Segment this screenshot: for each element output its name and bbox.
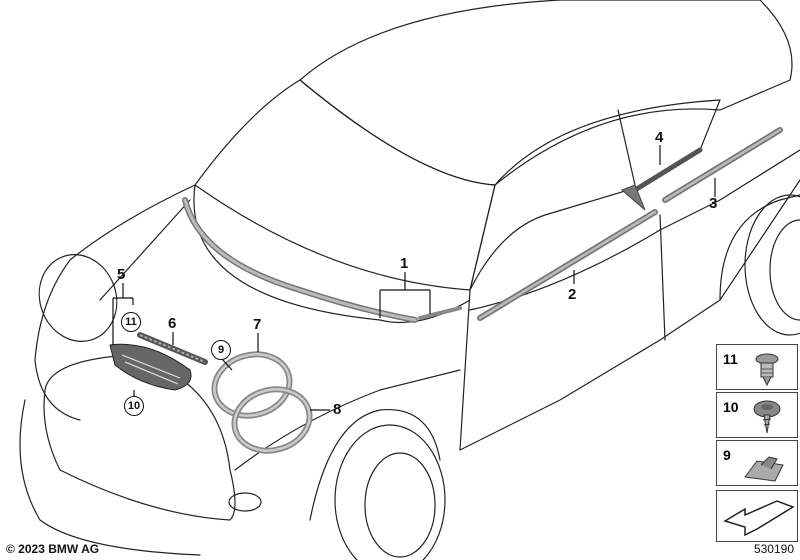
callout-10: 10: [124, 396, 144, 416]
leader-5: [112, 283, 134, 345]
door-line: [659, 214, 666, 341]
legend-number: 11: [723, 351, 738, 367]
part-4-strip: [632, 147, 703, 193]
arrow-icon: [723, 500, 795, 537]
roof-outline: [299, 0, 793, 186]
legend-number: 10: [723, 399, 739, 415]
legend-item-10: 10: [716, 392, 798, 438]
callout-8: 8: [333, 401, 342, 418]
callout-7: 7: [253, 316, 262, 333]
callout-11: 11: [121, 312, 141, 332]
headlight-outline: [38, 254, 118, 342]
screw-icon: [753, 400, 781, 434]
bracket-clip-icon: [744, 456, 784, 482]
part-8-ring: [231, 386, 313, 454]
legend-item-11: 11: [716, 344, 798, 390]
callout-9: 9: [211, 340, 231, 360]
callout-6: 6: [168, 315, 177, 332]
legend-item-9: 9: [716, 440, 798, 486]
callout-1: 1: [400, 255, 409, 272]
front-wheel-arch: [309, 409, 441, 521]
windshield-outline: [194, 79, 496, 291]
callout-3: 3: [709, 195, 718, 212]
copyright: © 2023 BMW AG: [6, 542, 100, 556]
clip-icon: [755, 353, 779, 387]
callout-2: 2: [568, 286, 577, 303]
legend-overview: [716, 490, 798, 542]
legend-number: 9: [723, 447, 731, 463]
side-window-outline: [469, 99, 721, 291]
callout-4: 4: [655, 129, 664, 146]
rear-wheel-arch: [719, 194, 800, 301]
callout-5: 5: [117, 266, 126, 283]
leader-1: [379, 272, 431, 318]
image-number: 530190: [753, 542, 794, 556]
part-5-air-intake: [109, 343, 192, 391]
